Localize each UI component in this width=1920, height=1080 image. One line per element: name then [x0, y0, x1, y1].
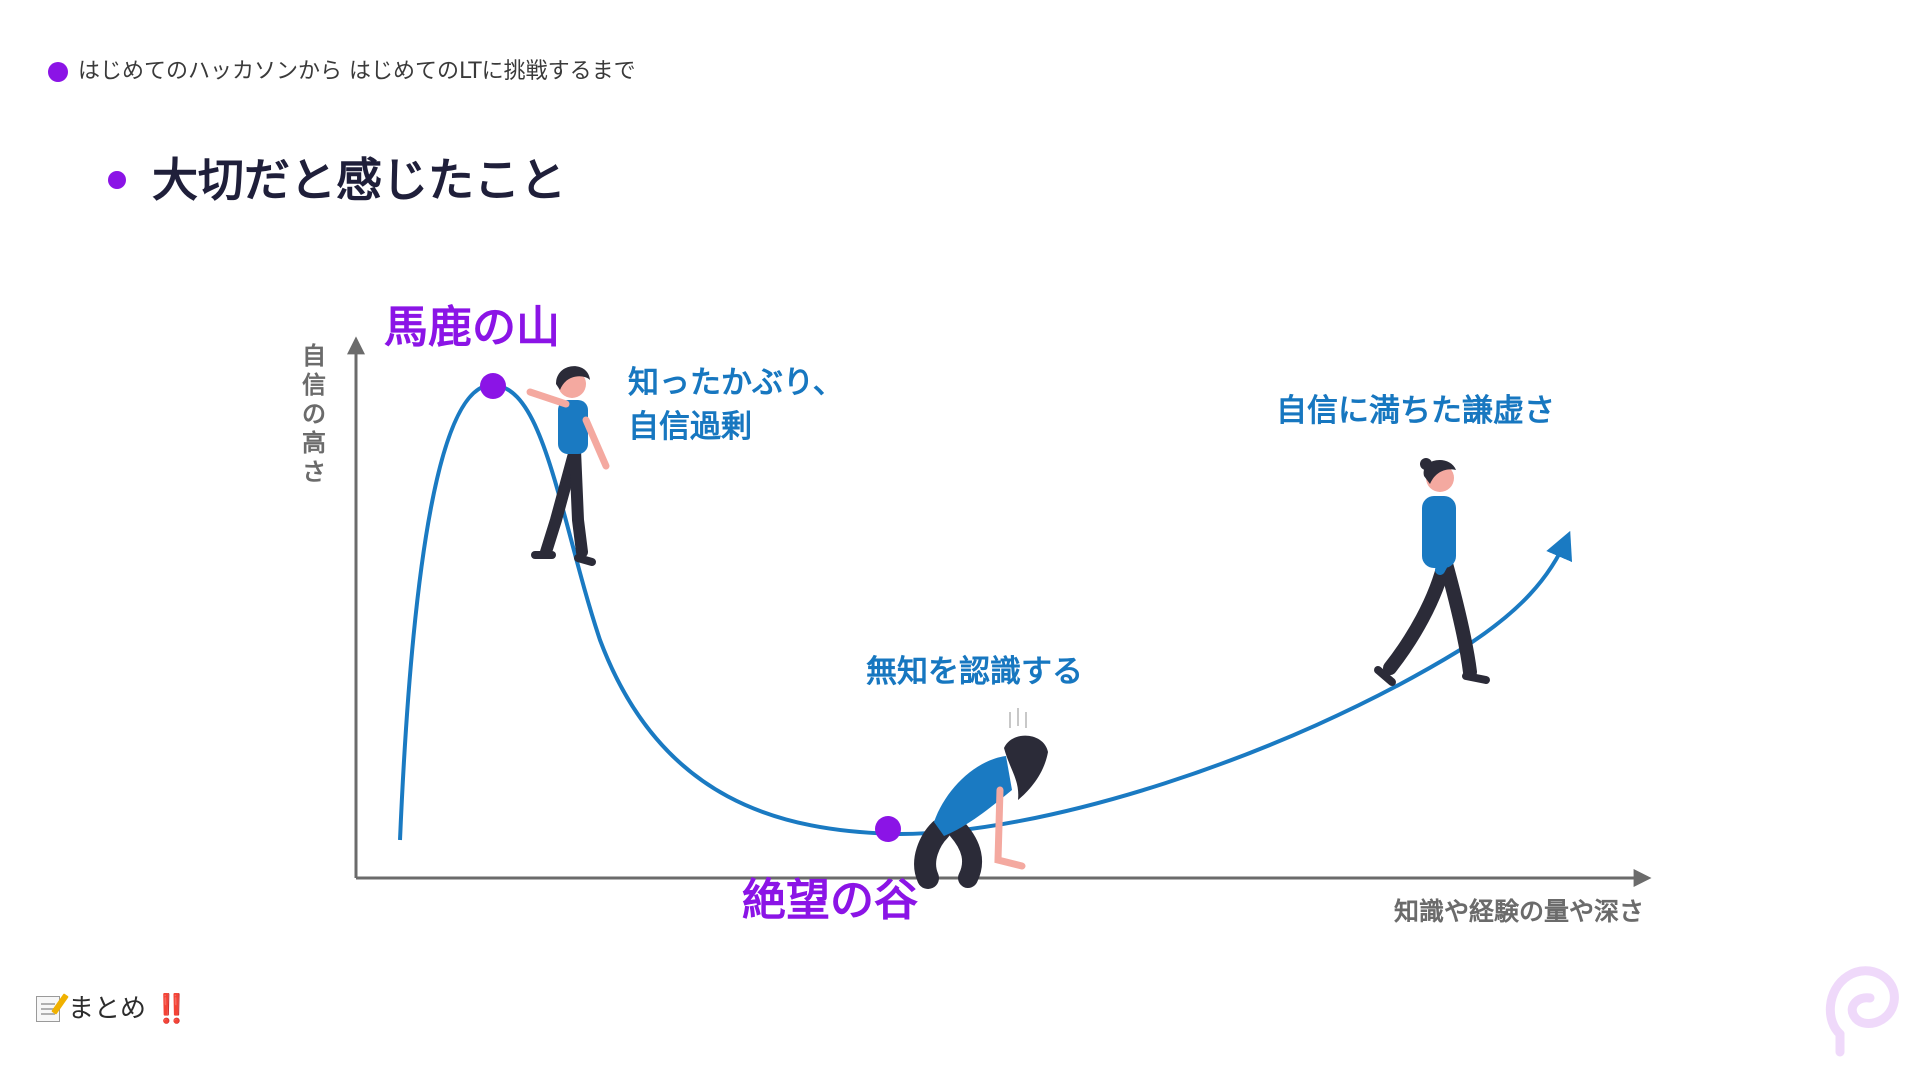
walking-person-illustration — [1378, 458, 1486, 682]
y-axis-label-char: 信 — [302, 371, 326, 399]
peak-title: 馬鹿の山 — [384, 302, 560, 353]
double-exclamation-icon: ‼️ — [154, 992, 185, 1026]
brand-logo — [1818, 950, 1904, 1060]
y-axis-label-char: さ — [302, 458, 326, 486]
valley-title: 絶望の谷 — [742, 875, 918, 926]
y-axis-label-char: の — [302, 400, 326, 428]
valley-note: 無知を認識する — [866, 654, 1083, 690]
valley-marker — [875, 816, 901, 842]
memo-icon — [36, 996, 60, 1022]
y-axis-label: 自 信 の 高 さ — [302, 342, 326, 486]
footer-label: まとめ — [68, 992, 146, 1026]
peak-note-line-2: 自信過剰 — [628, 409, 752, 445]
peak-note-line-1: 知ったかぶり、 — [628, 365, 844, 401]
y-axis-label-char: 自 — [302, 342, 326, 370]
y-axis-label-char: 高 — [302, 429, 326, 457]
kneeling-person-illustration — [925, 708, 1048, 878]
x-axis-label: 知識や経験の量や深さ — [1394, 897, 1644, 926]
footer: まとめ ‼️ — [36, 992, 185, 1026]
slope-note: 自信に満ちた謙虚さ — [1276, 393, 1555, 429]
peak-marker — [480, 373, 506, 399]
